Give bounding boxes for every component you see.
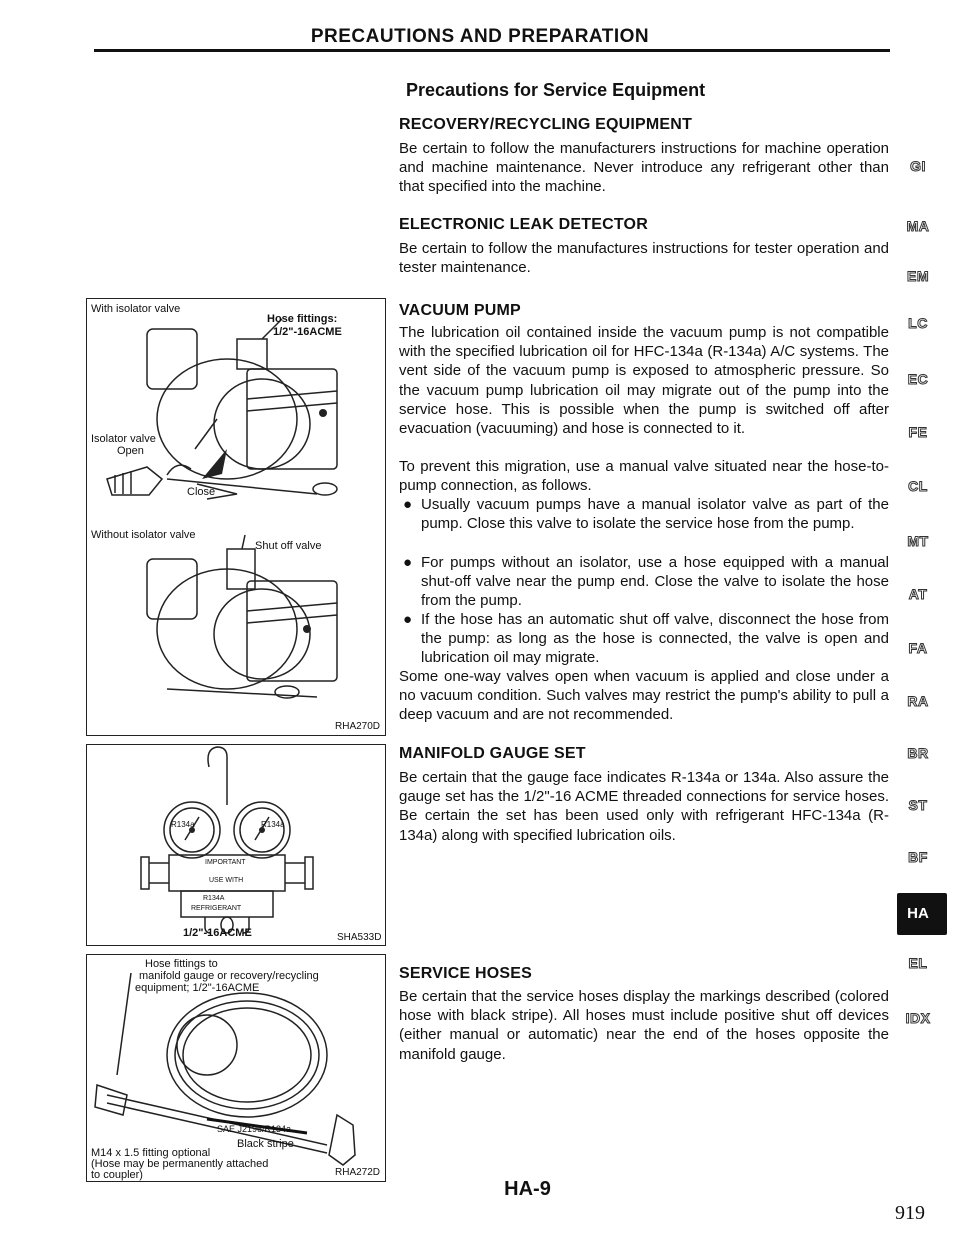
figure-ref-rha270d: RHA270D xyxy=(335,721,381,732)
bullet-text: Usually vacuum pumps have a manual isola… xyxy=(421,496,889,533)
label-m14-coupler: to coupler) xyxy=(91,1169,143,1181)
side-tab-mt[interactable]: MT xyxy=(907,533,929,550)
label-important: IMPORTANT xyxy=(205,859,246,866)
label-hose-note-1: Hose fittings to xyxy=(145,958,218,970)
side-tab-ec[interactable]: EC xyxy=(907,371,929,388)
side-tab-ra[interactable]: RA xyxy=(907,693,929,710)
side-tab-ha-label: HA xyxy=(907,905,929,922)
page-header-title: PRECAUTIONS AND PREPARATION xyxy=(310,26,650,47)
label-close: Close xyxy=(187,486,216,498)
label-m14-fitting: M14 x 1.5 fitting optional xyxy=(91,1147,211,1159)
vacuum-bullet-3: ● If the hose has an automatic shut off … xyxy=(399,610,889,668)
label-use-with: USE WITH xyxy=(209,877,244,884)
label-open: Open xyxy=(117,445,144,457)
bullet-text: If the hose has an automatic shut off va… xyxy=(421,611,889,667)
service-hoses-heading: SERVICE HOSES xyxy=(399,965,533,982)
label-hose-fittings: Hose fittings: xyxy=(267,313,338,325)
label-hose-note-3: equipment; 1/2"-16ACME xyxy=(135,982,260,994)
figure-service-hose: Hose fittings to manifold gauge or recov… xyxy=(86,954,386,1182)
figure-ref-sha533d: SHA533D xyxy=(337,932,382,943)
side-tab-bf[interactable]: BF xyxy=(908,849,928,866)
page-number: 919 xyxy=(895,1202,925,1224)
vacuum-pump-paragraph-3: Some one-way valves open when vacuum is … xyxy=(399,668,889,724)
label-sae-marking: SAE J2196/R134a xyxy=(217,1124,292,1134)
side-tab-fe[interactable]: FE xyxy=(908,424,928,441)
label-hose-note-2: manifold gauge or recovery/recycling xyxy=(139,970,319,982)
figure-ref-rha272d: RHA272D xyxy=(335,1167,381,1178)
label-gauge-r134a-left: R134a xyxy=(171,820,195,829)
side-tab-em[interactable]: EM xyxy=(907,268,930,285)
label-with-isolator-valve: With isolator valve xyxy=(91,303,181,315)
side-tab-ha-active[interactable]: HA xyxy=(897,893,947,935)
side-tab-ma[interactable]: MA xyxy=(906,218,930,235)
label-hose-fittings-size: 1/2"-16ACME xyxy=(273,326,342,338)
side-tab-at[interactable]: AT xyxy=(908,586,928,603)
page-code: HA-9 xyxy=(504,1178,551,1200)
side-tab-st[interactable]: ST xyxy=(908,797,928,814)
bullet-mark: ● xyxy=(403,496,413,513)
recovery-text: Be certain to follow the manufacturers i… xyxy=(399,140,889,196)
figure-vacuum-pump: With isolator valve Hose fittings: 1/2"-… xyxy=(86,298,386,736)
vacuum-bullet-2: ● For pumps without an isolator, use a h… xyxy=(399,553,889,611)
vacuum-pump-paragraph-2: To prevent this migration, use a manual … xyxy=(399,458,889,495)
bullet-text: For pumps without an isolator, use a hos… xyxy=(421,554,889,610)
section-title: Precautions for Service Equipment xyxy=(406,80,706,100)
bullet-mark: ● xyxy=(403,611,413,628)
label-without-isolator-valve: Without isolator valve xyxy=(91,529,196,541)
label-m14-note: (Hose may be permanently attached xyxy=(91,1158,269,1170)
side-tab-el[interactable]: EL xyxy=(908,955,928,972)
side-tab-br[interactable]: BR xyxy=(907,745,929,762)
side-tab-idx[interactable]: IDX xyxy=(905,1010,931,1027)
manifold-gauge-illustration xyxy=(140,746,314,934)
side-tab-gi[interactable]: GI xyxy=(910,158,926,175)
label-shut-off-valve: Shut off valve xyxy=(255,540,322,552)
service-hoses-text: Be certain that the service hoses displa… xyxy=(399,988,889,1063)
label-refrigerant: REFRIGERANT xyxy=(191,905,242,912)
label-black-stripe: Black stripe xyxy=(237,1138,294,1150)
manifold-text: Be certain that the gauge face indicates… xyxy=(399,769,889,844)
vacuum-pump-paragraph-1: The lubrication oil contained inside the… xyxy=(399,324,889,438)
header-rule xyxy=(94,49,890,52)
vacuum-bullet-1: ● Usually vacuum pumps have a manual iso… xyxy=(399,495,889,533)
vacuum-pump-heading: VACUUM PUMP xyxy=(399,302,521,319)
bullet-mark: ● xyxy=(403,554,413,571)
label-isolator-valve: Isolator valve xyxy=(91,433,156,445)
label-gauge-r134a-right: R134a xyxy=(261,820,285,829)
side-tab-fa[interactable]: FA xyxy=(908,640,928,657)
leak-detector-heading: ELECTRONIC LEAK DETECTOR xyxy=(399,216,648,233)
vacuum-pump-illustration xyxy=(106,318,338,699)
label-acme-size: 1/2"-16ACME xyxy=(183,927,252,939)
service-hose-illustration xyxy=(94,972,356,1166)
label-r134a: R134A xyxy=(203,895,225,902)
recovery-heading: RECOVERY/RECYCLING EQUIPMENT xyxy=(399,116,693,133)
figure-manifold-gauge: R134a R134a IMPORTANT USE WITH R134A REF… xyxy=(86,744,386,946)
side-tab-lc[interactable]: LC xyxy=(908,315,928,332)
manifold-heading: MANIFOLD GAUGE SET xyxy=(399,745,586,762)
side-tab-cl[interactable]: CL xyxy=(908,478,928,495)
leak-detector-text: Be certain to follow the manufactures in… xyxy=(399,240,889,277)
